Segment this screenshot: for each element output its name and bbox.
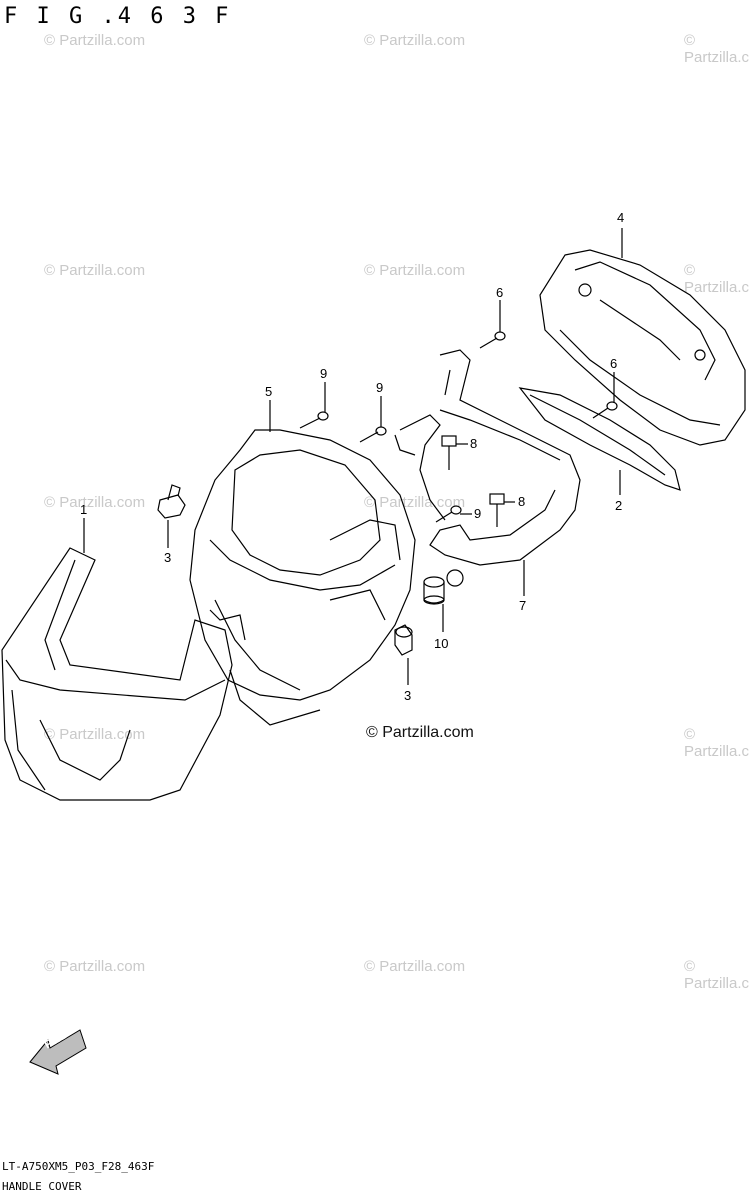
part-9-screw-a (299, 411, 329, 429)
callout-9: 9 (320, 366, 328, 381)
footer-caption: HANDLE COVER (2, 1180, 82, 1193)
watermark: © Partzilla.com (364, 32, 466, 49)
watermark: © Partzilla.com (684, 958, 749, 992)
watermark: © Partzilla.com (364, 958, 466, 975)
part-8-bolt-b (489, 493, 505, 527)
callout-9: 9 (474, 506, 482, 521)
leader-lines (83, 228, 623, 685)
watermark: © Partzilla.com (44, 32, 146, 49)
fwd-arrow-icon (29, 1029, 87, 1075)
part-3-clip-lower (394, 624, 413, 656)
part-5-handle-cover-body (189, 429, 416, 726)
part-9-screw-b (359, 426, 387, 443)
figure-title: F I G .4 6 3 F (4, 4, 232, 29)
part-6-screw-b (592, 401, 618, 419)
watermark: © Partzilla.com (684, 262, 749, 296)
callout-7: 7 (519, 598, 527, 613)
part-8-bolt-a (441, 435, 457, 470)
callout-3: 3 (164, 550, 172, 565)
watermark-center: © Partzilla.com (366, 724, 474, 741)
callout-6: 6 (496, 285, 504, 300)
watermark: © Partzilla.com (44, 958, 146, 975)
watermark: © Partzilla.com (684, 726, 749, 760)
watermark: © Partzilla.com (684, 32, 749, 66)
part-6-screw-a (479, 331, 506, 349)
callout-8: 8 (470, 436, 478, 451)
callout-10: 10 (434, 636, 449, 651)
callout-2: 2 (615, 498, 623, 513)
callout-5: 5 (265, 384, 273, 399)
part-3-clip-upper (157, 484, 186, 519)
callout-6: 6 (610, 356, 618, 371)
part-10-grommet (423, 576, 445, 605)
footer-code: LT-A750XM5_P03_F28_463F (2, 1160, 155, 1173)
part-7-bracket (394, 349, 581, 587)
callout-1: 1 (80, 502, 88, 517)
part-1-front-cover (1, 547, 233, 801)
part-2-lower-cover (518, 387, 681, 491)
watermark: © Partzilla.com (364, 262, 466, 279)
watermark: © Partzilla.com (44, 262, 146, 279)
callout-3: 3 (404, 688, 412, 703)
callout-9: 9 (376, 380, 384, 395)
part-4-rear-cover (539, 249, 746, 446)
watermark: © Partzilla.com (44, 726, 146, 743)
watermark: © Partzilla.com (44, 494, 146, 511)
callout-4: 4 (617, 210, 625, 225)
watermark: © Partzilla.com (364, 494, 466, 511)
part-9-screw-c (435, 505, 462, 523)
callout-8: 8 (518, 494, 526, 509)
